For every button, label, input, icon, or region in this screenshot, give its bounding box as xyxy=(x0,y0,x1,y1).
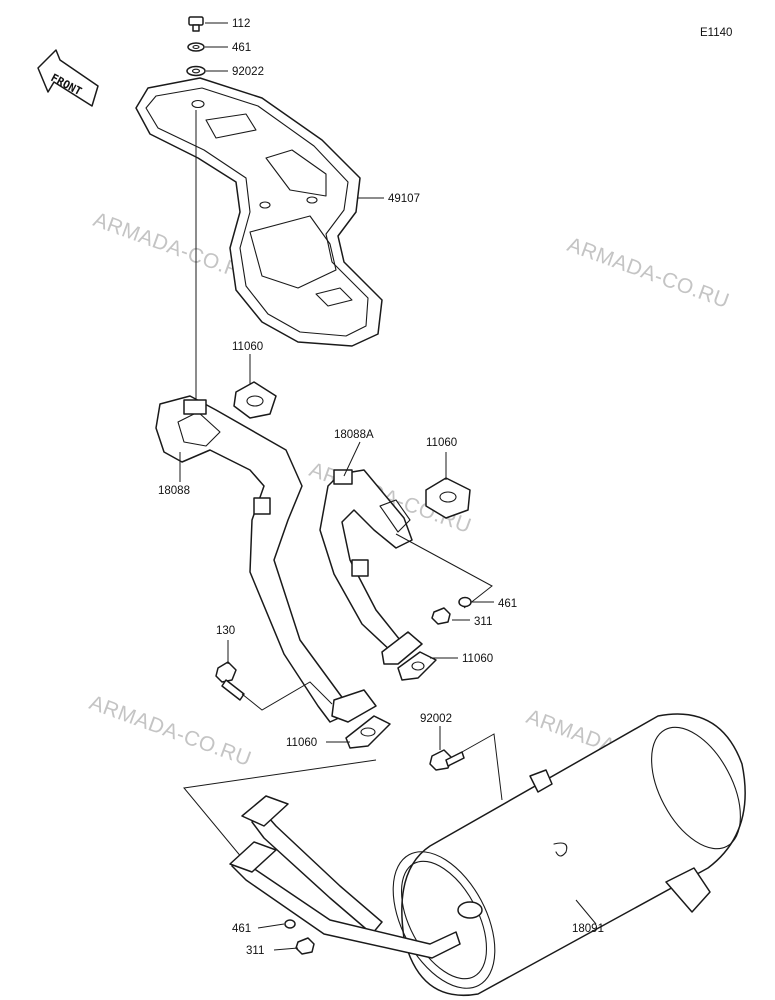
label-461-right: 461 xyxy=(498,598,517,610)
label-11060-mid-right: 11060 xyxy=(462,653,493,665)
exhaust-pipe-18088A xyxy=(319,469,423,665)
nut-311-bottom-icon xyxy=(295,937,315,955)
muffler-inlet-pipes xyxy=(229,795,461,959)
label-311-bottom: 311 xyxy=(246,945,264,957)
label-11060-lower-left: 11060 xyxy=(286,737,317,749)
label-461-bottom: 461 xyxy=(232,923,251,935)
front-arrow-icon: FRONT xyxy=(37,49,99,107)
label-112: 112 xyxy=(232,18,250,30)
leader-bolt-130 xyxy=(241,681,333,711)
leader-bolt-92002 xyxy=(461,733,503,801)
label-461-top: 461 xyxy=(232,42,251,54)
washer-92022-icon xyxy=(186,65,206,77)
part-labels: 112 461 92022 49107 11060 18088 18088A 1… xyxy=(158,18,604,957)
gasket-11060-lower-left xyxy=(345,715,391,749)
nut-311-right-icon xyxy=(431,607,451,625)
gasket-11060-mid-right xyxy=(397,651,437,681)
bolt-112-icon xyxy=(188,16,204,32)
leader-gasket-to-muffler xyxy=(183,759,377,883)
diagram-code: E1140 xyxy=(700,27,732,39)
bolt-130-icon xyxy=(215,661,245,701)
label-18088A: 18088A xyxy=(334,429,374,441)
exhaust-cover-49107 xyxy=(135,77,383,347)
label-18091: 18091 xyxy=(572,923,604,935)
gasket-11060-upper-left xyxy=(233,381,277,419)
label-130: 130 xyxy=(216,625,235,637)
label-18088: 18088 xyxy=(158,485,190,497)
muffler-18091 xyxy=(392,713,746,996)
watermark-4: ARMADA-CO.RU xyxy=(86,691,254,771)
lock-washer-461-right-icon xyxy=(458,596,472,608)
leader-18088A-hardware xyxy=(395,533,493,609)
label-49107: 49107 xyxy=(388,193,420,205)
label-11060-upper-right: 11060 xyxy=(426,437,457,449)
bolt-92002-icon xyxy=(429,749,465,771)
exhaust-pipe-18088 xyxy=(155,395,377,723)
lock-washer-461-icon xyxy=(187,42,205,52)
lock-washer-461-bottom-icon xyxy=(284,919,296,929)
label-leaders xyxy=(179,22,597,951)
watermark-2: ARMADA-CO.RU xyxy=(564,233,732,313)
label-92022: 92022 xyxy=(232,66,264,78)
label-92002: 92002 xyxy=(420,713,452,725)
label-11060-upper-left: 11060 xyxy=(232,341,263,353)
label-311-right: 311 xyxy=(474,616,492,628)
